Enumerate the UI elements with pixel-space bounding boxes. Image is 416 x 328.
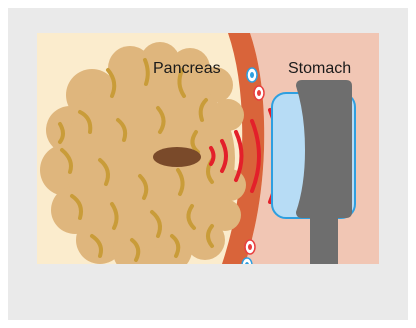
cell-top-red xyxy=(254,86,264,100)
cell-top-blue xyxy=(247,68,257,82)
stomach-label: Stomach xyxy=(288,60,351,77)
probe-shaft xyxy=(310,204,338,310)
lesion xyxy=(153,147,201,167)
cell-bottom-blue xyxy=(242,258,252,272)
pancreas-label: Pancreas xyxy=(153,60,221,77)
cell-bottom-red xyxy=(245,240,255,254)
